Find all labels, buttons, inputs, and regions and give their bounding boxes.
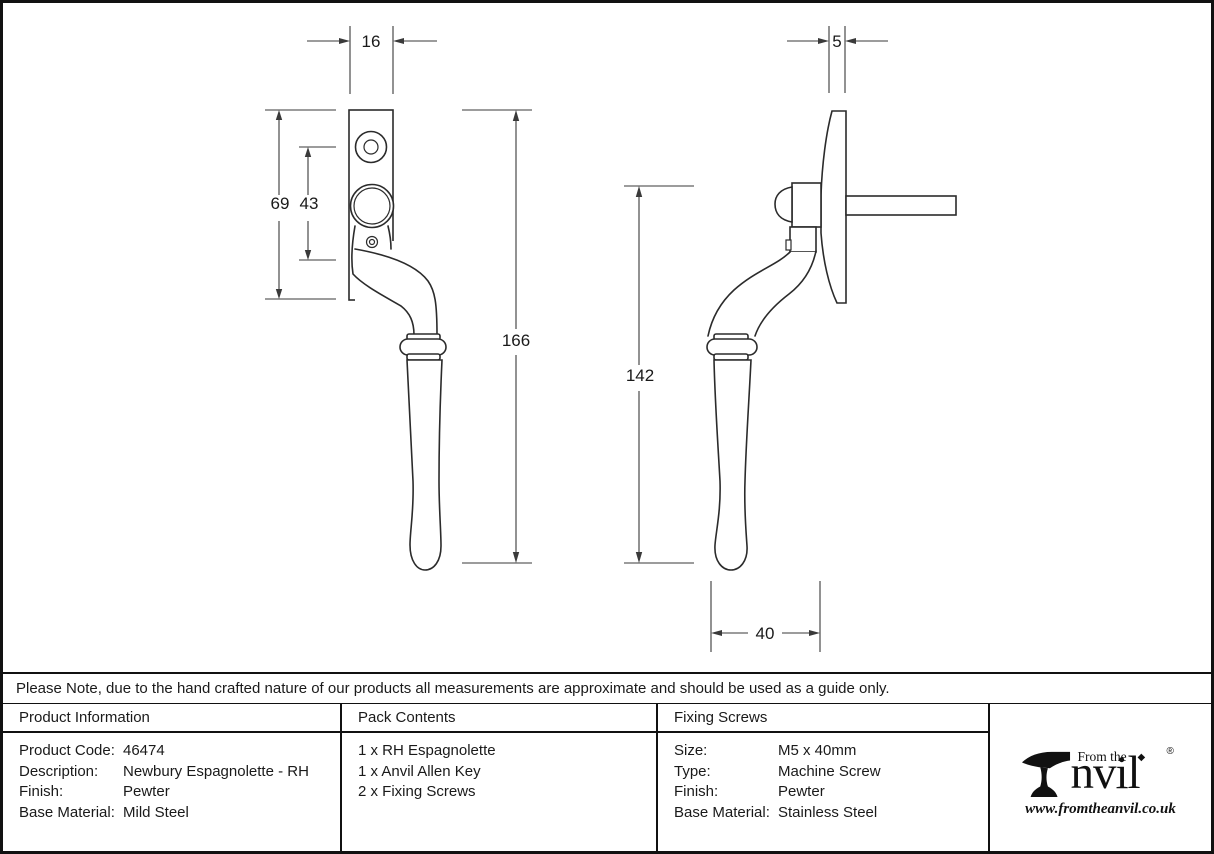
row-label: Base Material:: [674, 803, 770, 821]
logo-brand-text: nvil: [1070, 747, 1141, 799]
pack-contents-header: Pack Contents: [342, 704, 656, 733]
row-value: Mild Steel: [123, 803, 189, 821]
logo-prefix: From the: [1077, 749, 1127, 764]
dim-front-width: 16: [362, 32, 381, 51]
product-information-body: Product Code: 46474 Description: Newbury…: [3, 733, 340, 823]
front-neck-inner-edge: [351, 225, 415, 336]
side-collar-bottom-rim: [713, 353, 749, 361]
dim-backplate-height: 69: [271, 194, 290, 213]
row-value: 46474: [123, 742, 165, 759]
front-collar-bottom-rim: [406, 353, 441, 361]
side-neck-inner-edge: [707, 251, 791, 337]
row-label: Base Material:: [19, 803, 115, 821]
fixing-screws-header: Fixing Screws: [658, 704, 988, 733]
table-row: Size: M5 x 40mm: [674, 741, 988, 762]
side-backplate: [820, 110, 847, 304]
side-neck-outer-edge: [754, 250, 817, 337]
front-handle-base: [355, 241, 399, 304]
list-item: 1 x Anvil Allen Key: [358, 762, 481, 780]
side-knob-dome: [774, 186, 793, 223]
table-row: Base Material: Stainless Steel: [674, 803, 988, 824]
front-top-screw-hole-inner: [363, 139, 379, 155]
logo-url: www.fromtheanvil.co.uk: [1025, 801, 1176, 817]
dim-handle-length: 142: [626, 366, 654, 385]
side-view-drawing: [706, 110, 957, 571]
table-row: Type: Machine Screw: [674, 762, 988, 783]
side-neck-fill: [708, 252, 815, 336]
table-row: Product Code: 46474: [19, 741, 340, 762]
front-view-drawing: [348, 109, 447, 571]
dim-projection: 40: [756, 624, 775, 643]
note-bar: Please Note, due to the hand crafted nat…: [3, 672, 1211, 705]
fixing-screws-column: Fixing Screws Size: M5 x 40mm Type: Mach…: [658, 704, 990, 851]
table-row: Description: Newbury Espagnolette - RH: [19, 762, 340, 783]
row-value: Machine Screw: [778, 762, 881, 780]
row-value: M5 x 40mm: [778, 742, 857, 759]
dimension-lines: 16 69 43 166: [265, 26, 888, 652]
brand-logo-cell: From the ◆ nvil ® www.fromtheanvil.co.uk: [990, 704, 1211, 851]
dim-overall-length: 166: [502, 331, 530, 350]
pack-contents-column: Pack Contents 1 x RH Espagnolette 1 x An…: [342, 704, 658, 851]
side-spindle: [845, 195, 957, 216]
row-label: Finish:: [674, 783, 719, 800]
from-the-anvil-logo: From the ◆ nvil ® www.fromtheanvil.co.uk: [1021, 746, 1181, 820]
registered-mark: ®: [1166, 746, 1174, 757]
front-neck-outer-edge: [354, 248, 438, 336]
front-grip: [406, 359, 443, 571]
front-grub-screw-inner: [368, 238, 376, 246]
side-grub-screw: [785, 239, 792, 251]
row-label: Size:: [674, 742, 708, 759]
row-label: Type:: [674, 762, 711, 780]
pack-contents-body: 1 x RH Espagnolette 1 x Anvil Allen Key …: [342, 733, 656, 803]
dim-fixing-centres: 43: [300, 194, 319, 213]
dim-side-thickness: 5: [832, 32, 841, 51]
note-text: Please Note, due to the hand crafted nat…: [16, 680, 890, 697]
front-base-right-edge: [387, 225, 392, 250]
side-collar: [706, 338, 758, 356]
row-value: Newbury Espagnolette - RH: [123, 762, 309, 780]
row-value: Pewter: [123, 783, 170, 800]
front-collar: [399, 338, 447, 356]
diamond-icon: ◆: [1137, 752, 1146, 763]
table-row: Base Material: Mild Steel: [19, 803, 340, 824]
product-information-column: Product Information Product Code: 46474 …: [3, 704, 342, 851]
list-item: 2 x Fixing Screws: [358, 783, 476, 800]
table-row: Finish: Pewter: [19, 782, 340, 803]
product-information-header: Product Information: [3, 704, 340, 733]
row-label: Finish:: [19, 783, 64, 800]
fixing-screws-body: Size: M5 x 40mm Type: Machine Screw Fini…: [658, 733, 988, 823]
row-value: Pewter: [778, 783, 825, 800]
anvil-icon: [1021, 751, 1070, 798]
side-handle-shank: [789, 226, 817, 253]
table-row: Finish: Pewter: [674, 782, 988, 803]
row-label: Product Code:: [19, 742, 115, 759]
info-table: Product Information Product Code: 46474 …: [3, 704, 1211, 851]
side-knob-block: [791, 182, 822, 228]
side-grip: [713, 359, 752, 571]
technical-drawing: 16 69 43 166: [265, 26, 957, 652]
row-label: Description:: [19, 762, 99, 780]
front-knob-inner: [353, 187, 391, 225]
row-value: Stainless Steel: [778, 803, 878, 821]
list-item: 1 x RH Espagnolette: [358, 742, 496, 759]
